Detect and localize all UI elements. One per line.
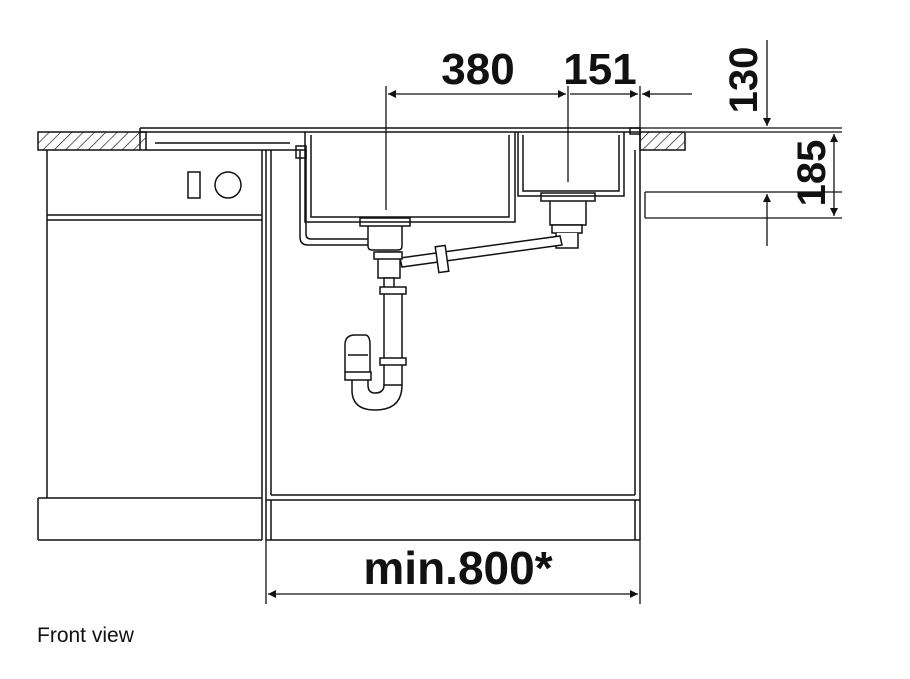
drain-plumbing — [299, 150, 587, 411]
dimension-main-bowl-width: 380 — [441, 45, 514, 94]
vertical-dimension-lines — [640, 40, 842, 246]
dimension-cabinet-width: min.800* — [363, 542, 552, 594]
dimension-small-bowl-width: 151 — [563, 45, 636, 94]
dishwasher — [37, 150, 263, 541]
dishwasher-control-icon — [187, 171, 201, 199]
dimension-clearance: 185 — [790, 140, 834, 207]
dimension-bowl-depth: 130 — [722, 47, 766, 114]
figure-caption: Front view — [37, 624, 134, 647]
countertop — [37, 127, 686, 151]
horizontal-dimension-lines — [265, 86, 692, 604]
sink-bowls — [295, 127, 641, 227]
sink-cabinet — [265, 150, 641, 541]
dishwasher-knob-icon — [214, 171, 242, 199]
